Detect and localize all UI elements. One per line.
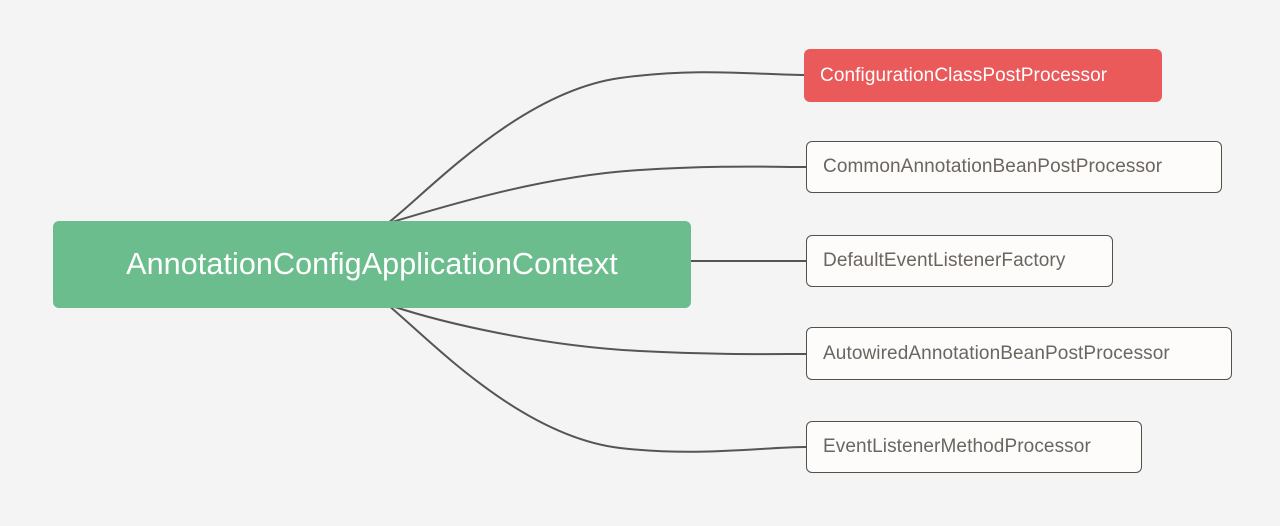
- node-configuration-class-post-processor[interactable]: ConfigurationClassPostProcessor: [804, 49, 1162, 102]
- edge-3: [391, 305, 807, 356]
- edge-1: [391, 165, 807, 223]
- node-root[interactable]: AnnotationConfigApplicationContext: [53, 221, 691, 308]
- edge-4: [387, 304, 807, 453]
- node-root-label: AnnotationConfigApplicationContext: [126, 247, 618, 281]
- node-label: EventListenerMethodProcessor: [823, 436, 1091, 457]
- node-label: DefaultEventListenerFactory: [823, 250, 1066, 271]
- node-autowired-annotation-bean-post-processor[interactable]: AutowiredAnnotationBeanPostProcessor: [806, 327, 1232, 380]
- node-label: ConfigurationClassPostProcessor: [820, 64, 1108, 86]
- edge-0: [387, 71, 805, 224]
- node-common-annotation-bean-post-processor[interactable]: CommonAnnotationBeanPostProcessor: [806, 141, 1222, 193]
- node-label: CommonAnnotationBeanPostProcessor: [823, 156, 1163, 177]
- node-label: AutowiredAnnotationBeanPostProcessor: [823, 342, 1170, 364]
- node-default-event-listener-factory[interactable]: DefaultEventListenerFactory: [806, 235, 1113, 287]
- node-event-listener-method-processor[interactable]: EventListenerMethodProcessor: [806, 421, 1142, 473]
